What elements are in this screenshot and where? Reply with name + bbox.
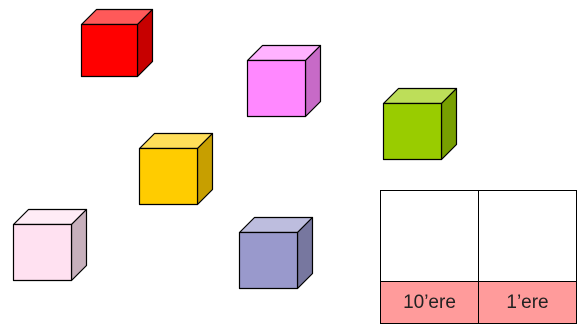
place-value-table: 10’ere 1’ere	[380, 190, 577, 324]
lavender-cube	[239, 217, 313, 289]
cube-front-face	[248, 61, 306, 117]
header-row: 10’ere 1’ere	[381, 282, 577, 324]
cube-front-face	[82, 25, 138, 77]
red-cube	[81, 9, 153, 77]
green-cube	[383, 88, 457, 160]
ones-label: 1’ere	[479, 282, 577, 324]
tens-label: 10’ere	[381, 282, 479, 324]
cube-front-face	[384, 104, 442, 160]
cube-front-face	[140, 149, 198, 205]
pink-cube	[247, 45, 321, 117]
light-pink-cube	[13, 209, 87, 281]
ones-input-cell[interactable]	[479, 191, 577, 282]
tens-input-cell[interactable]	[381, 191, 479, 282]
cube-front-face	[14, 225, 72, 281]
empty-row	[381, 191, 577, 282]
yellow-cube	[139, 133, 213, 205]
cube-front-face	[240, 233, 298, 289]
